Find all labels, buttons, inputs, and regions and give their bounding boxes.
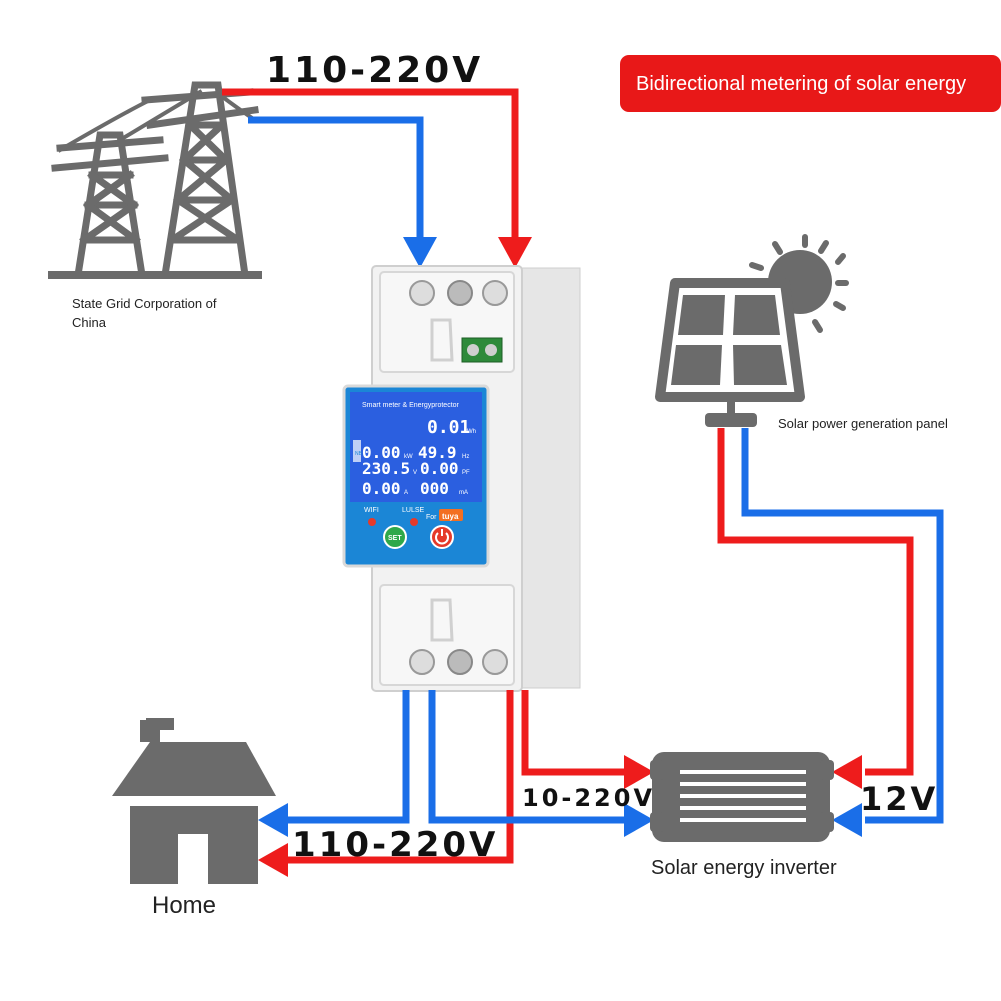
inverter-neutral-arrow bbox=[624, 803, 654, 837]
grid-neutral-wire bbox=[248, 116, 424, 240]
inverter-live-arrow bbox=[624, 755, 654, 789]
home-live-wire bbox=[285, 690, 514, 864]
brand-name: tuya bbox=[442, 512, 459, 521]
power-icon bbox=[435, 532, 449, 545]
lcd-row2-left: 0.00 bbox=[362, 443, 401, 462]
home-live-arrow bbox=[258, 843, 288, 877]
lcd-row1-unit: kWh bbox=[464, 429, 476, 435]
inverter-dc-voltage-label: 12V bbox=[860, 780, 938, 818]
inverter-neutral-wire bbox=[428, 690, 630, 824]
solar-panel-label: Solar power generation panel bbox=[778, 416, 948, 431]
dc-positive-arrow bbox=[832, 755, 862, 789]
home-neutral-wire bbox=[285, 690, 410, 824]
grid-label-line1: State Grid Corporation of bbox=[72, 296, 217, 311]
set-button[interactable]: SET bbox=[383, 525, 407, 549]
grid-voltage-label: 110-220V bbox=[266, 50, 483, 91]
grid-live-arrow bbox=[498, 237, 532, 268]
meter-title: Smart meter & Energyprotector bbox=[362, 402, 460, 409]
banner-text: Bidirectional metering of solar energy bbox=[636, 73, 966, 95]
lcd-row3-right: 0.00 bbox=[420, 459, 459, 478]
pulse-label: LULSE bbox=[402, 507, 425, 514]
lcd-row4-left: 0.00 bbox=[362, 479, 401, 498]
grid-live-wire bbox=[222, 88, 519, 240]
home-label: Home bbox=[152, 892, 216, 919]
grid-label-line2: China bbox=[72, 315, 107, 330]
home-neutral-arrow bbox=[258, 803, 288, 837]
power-tower-icon bbox=[48, 81, 262, 280]
power-button[interactable] bbox=[430, 525, 454, 549]
meter-lcd-screen bbox=[350, 392, 482, 502]
dc-negative-wire bbox=[741, 428, 944, 824]
home-wires bbox=[285, 690, 514, 864]
lcd-row4-right-unit: mA bbox=[459, 490, 468, 496]
set-button-label: SET bbox=[388, 535, 402, 542]
lcd-row2-left-unit: kW bbox=[404, 454, 413, 460]
solar-panel-icon bbox=[655, 234, 849, 427]
lcd-row1-value: 0.01 bbox=[427, 417, 470, 438]
wifi-label: WIFI bbox=[364, 507, 379, 514]
inverter-label: Solar energy inverter bbox=[651, 857, 837, 879]
dc-negative-arrow bbox=[832, 803, 862, 837]
home-voltage-label: 110-220V bbox=[292, 825, 498, 865]
inverter-icon bbox=[650, 752, 834, 842]
lcd-row2-right-unit: Hz bbox=[462, 454, 469, 460]
dc-positive-wire bbox=[717, 428, 914, 776]
lcd-row3-left: 230.5 bbox=[362, 459, 410, 478]
lcd-row3-right-unit: PF bbox=[462, 470, 470, 476]
pulse-led bbox=[410, 518, 418, 526]
inverter-ac-voltage-label: 10-220V bbox=[522, 784, 655, 812]
grid-wires bbox=[222, 88, 519, 240]
dc-wires bbox=[717, 428, 944, 824]
inverter-ac-wires bbox=[428, 690, 630, 824]
lcd-row2-right: 49.9 bbox=[418, 443, 457, 462]
meter-side-tag: NB bbox=[355, 451, 363, 457]
banner: Bidirectional metering of solar energy bbox=[620, 55, 1001, 112]
lcd-row4-left-unit: A bbox=[404, 490, 408, 496]
banner-background bbox=[620, 55, 1001, 112]
wifi-led bbox=[368, 518, 376, 526]
smart-meter: Smart meter & Energyprotector 0.01 kWh 0… bbox=[342, 265, 581, 692]
tuya-logo-icon bbox=[439, 509, 463, 521]
house-icon bbox=[112, 718, 276, 884]
lcd-row3-left-unit: V bbox=[413, 470, 417, 476]
inverter-live-wire bbox=[521, 690, 630, 776]
brand-prefix: For bbox=[426, 514, 437, 521]
grid-neutral-arrow bbox=[403, 237, 437, 268]
lcd-row4-right: 000 bbox=[420, 479, 449, 498]
